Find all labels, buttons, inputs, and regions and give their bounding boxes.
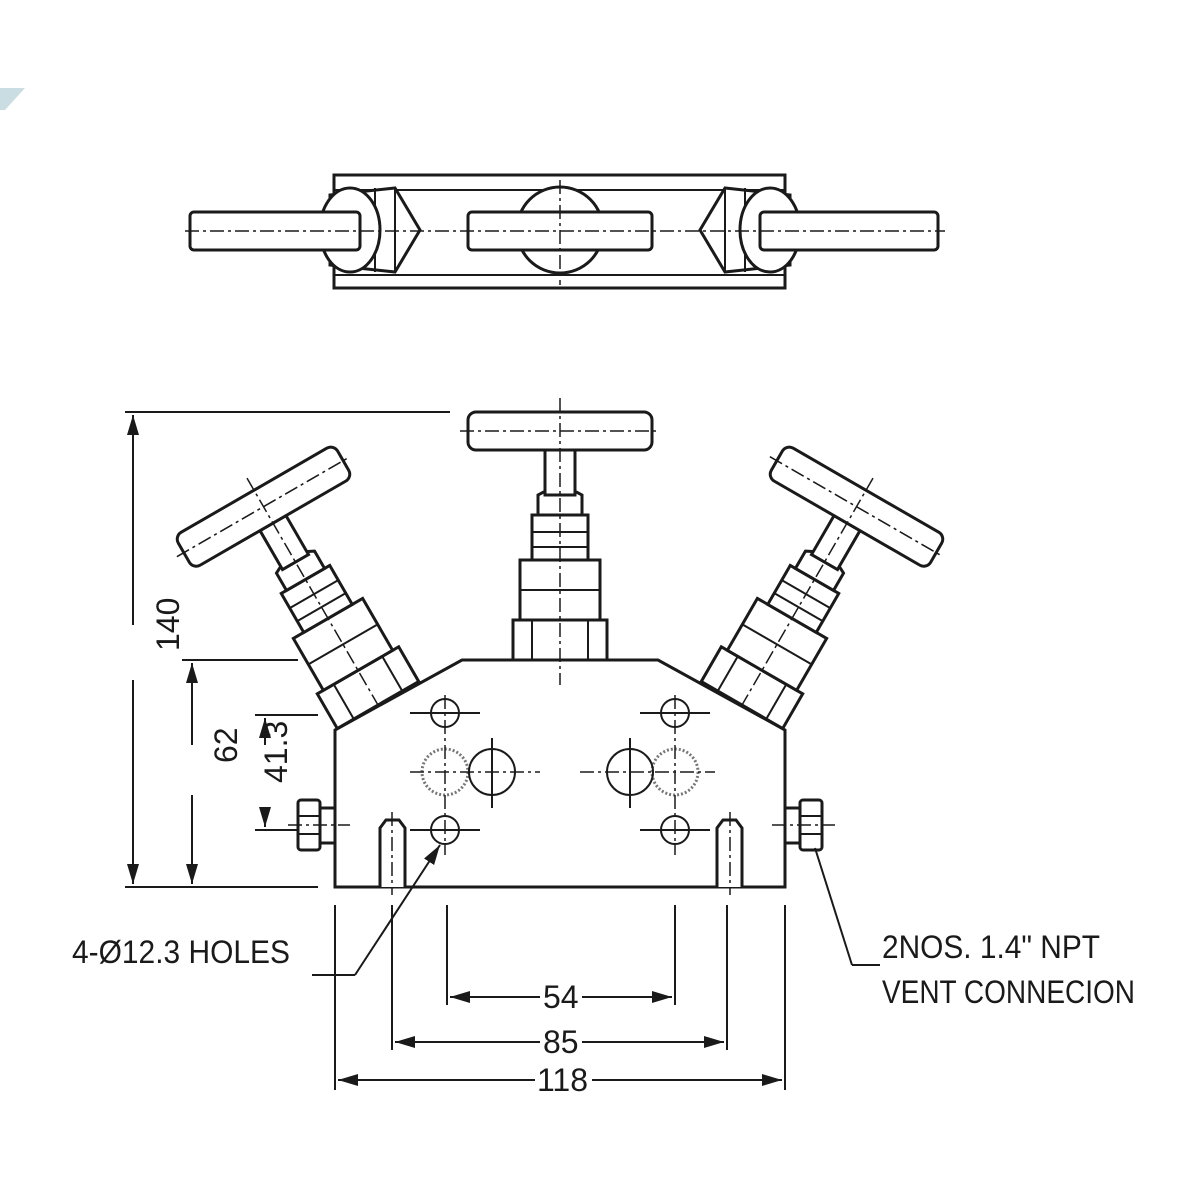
dim-54: 54 (543, 979, 579, 1015)
dim-140: 140 (150, 598, 186, 651)
vent-annotation-line2: VENT CONNECION (882, 974, 1135, 1010)
dimension-labels: 140 62 41.3 54 85 118 4-Ø12.3 HOLES 2NOS… (72, 598, 1135, 1098)
holes-annotation: 4-Ø12.3 HOLES (72, 934, 290, 970)
front-view (158, 396, 962, 895)
dimension-lines (125, 411, 880, 1090)
dim-85: 85 (543, 1024, 579, 1060)
vent-connections (288, 798, 835, 852)
corner-accent (0, 88, 25, 110)
top-view (185, 173, 945, 290)
mounting-holes (410, 695, 715, 855)
center-valve (458, 396, 662, 687)
dim-62: 62 (208, 727, 244, 763)
vent-annotation-line1: 2NOS. 1.4" NPT (882, 929, 1100, 965)
dim-41-3: 41.3 (258, 721, 294, 783)
dowel-pins (378, 812, 744, 895)
dim-118: 118 (537, 1062, 588, 1098)
